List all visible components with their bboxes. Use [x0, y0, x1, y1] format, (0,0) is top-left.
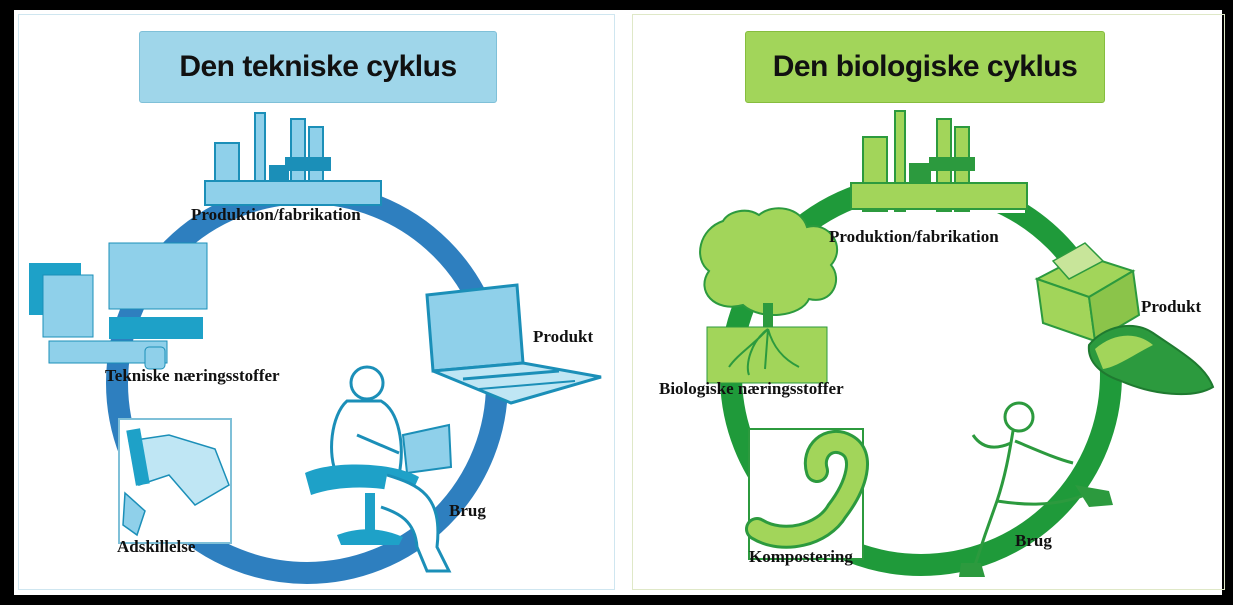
factory-icon [204, 112, 382, 206]
biological-cycle-panel: Den biologiske cyklus [632, 14, 1225, 590]
technical-cycle-title: Den tekniske cyklus [139, 31, 497, 103]
biological-use-label: Brug [1015, 531, 1052, 550]
biological-cycle-art [699, 110, 1215, 577]
biological-nutrients-label: Biologiske næringsstoffer [659, 379, 844, 398]
box-icon [1034, 242, 1141, 343]
compost-worm-icon [745, 428, 869, 560]
technical-nutrients-icon [29, 242, 208, 370]
tree-icon [699, 207, 838, 384]
runner-icon [959, 401, 1113, 577]
biological-production-label: Produktion/fabrikation [829, 227, 999, 246]
technical-production-label: Produktion/fabrikation [191, 205, 361, 224]
factory-icon [850, 110, 1028, 213]
technical-nutrients-label: Tekniske næringsstoffer [105, 366, 280, 385]
biological-composting-label: Kompostering [749, 547, 853, 566]
technical-product-label: Produkt [533, 327, 594, 346]
biological-cycle-title: Den biologiske cyklus [745, 31, 1105, 103]
technical-cycle-art [29, 112, 602, 584]
technical-cycle-panel: Den tekniske cyklus [18, 14, 615, 590]
laptop-icon [425, 283, 602, 405]
person-with-laptop-icon [305, 365, 453, 573]
shoe-icon [1087, 324, 1215, 396]
technical-use-label: Brug [449, 501, 486, 520]
biological-product-label: Produkt [1141, 297, 1202, 316]
disassembly-icon [118, 418, 232, 544]
technical-separation-label: Adskillelse [117, 537, 196, 556]
